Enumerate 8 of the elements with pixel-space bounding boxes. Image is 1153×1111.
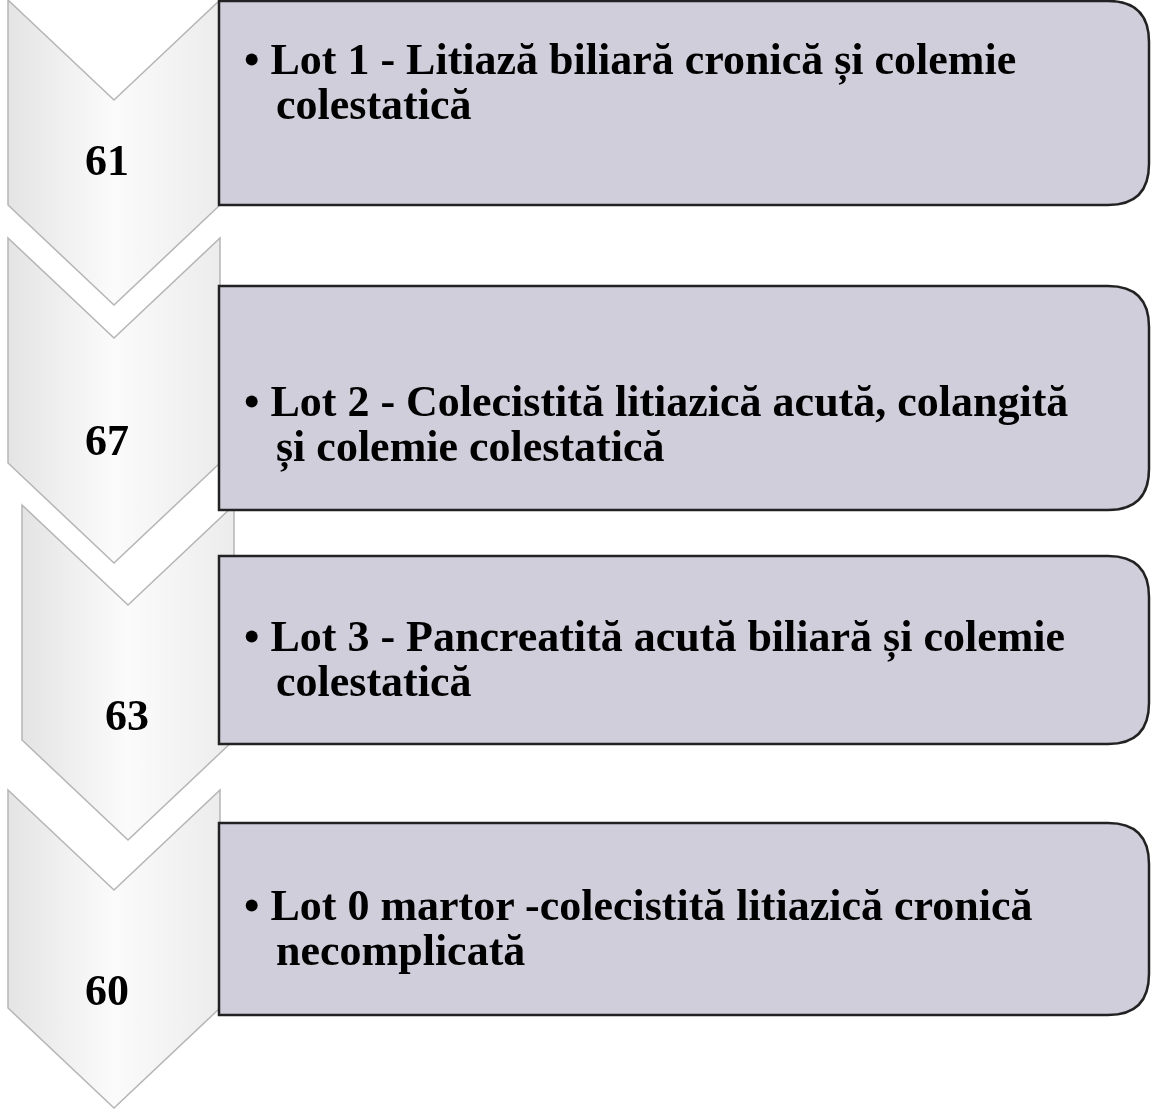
count-number: 60 xyxy=(85,965,129,1016)
group-description: • Lot 2 - Colecistită litiazică acută, colangită și colemie colestatică xyxy=(243,380,1070,470)
group-description: • Lot 1 - Litiază biliară cronică și colemie colestatică xyxy=(243,38,1018,128)
count-number: 61 xyxy=(85,135,129,186)
count-number: 67 xyxy=(85,415,129,466)
group-description: • Lot 3 - Pancreatită acută biliară și colemie colestatică xyxy=(243,615,1067,705)
count-number: 63 xyxy=(105,690,149,741)
group-description: • Lot 0 martor -colecistită litiazică cronică necomplicată xyxy=(243,884,1034,974)
